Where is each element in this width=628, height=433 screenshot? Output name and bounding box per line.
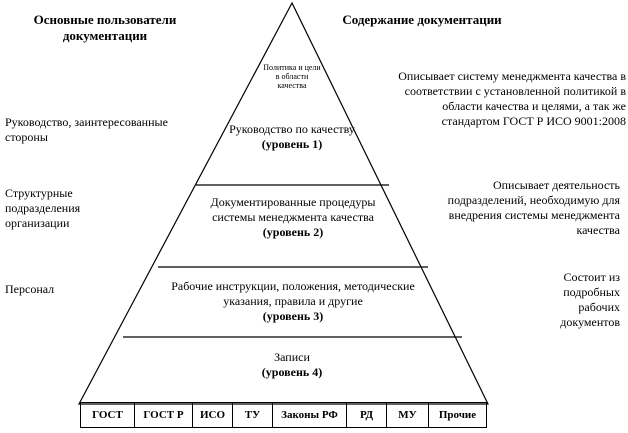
document-types-row: ГОСТ ГОСТ Р ИСО ТУ Законы РФ РД МУ Прочи…: [80, 402, 487, 428]
header-content: Содержание документации: [342, 12, 502, 27]
description-level-3: Состоит из подробных рабочих документов: [560, 270, 620, 329]
doc-type-tu: ТУ: [233, 403, 273, 427]
user-label-staff: Персонал: [5, 282, 55, 296]
user-label-departments: Структурные подразделения организации: [5, 186, 81, 230]
tier-1: Руководство по качеству (уровень 1): [212, 122, 372, 152]
tier-3-text: Рабочие инструкции, положения, методичес…: [171, 279, 415, 308]
doc-type-laws: Законы РФ: [273, 403, 347, 427]
tier-3: Рабочие инструкции, положения, методичес…: [150, 279, 436, 324]
pyramid-triangle: [78, 1, 489, 405]
doc-type-other: Прочие: [438, 409, 477, 421]
user-label-management: Руководство, заинтересованные стороны: [5, 115, 168, 144]
tier-4-level: (уровень 4): [261, 365, 323, 379]
apex-policy-note: Политика и цели в области качества: [263, 63, 321, 90]
doc-type-gost-r: ГОСТ Р: [135, 403, 193, 427]
tier-1-level: (уровень 1): [261, 137, 323, 151]
doc-type-rd: РД: [347, 403, 387, 427]
description-level-1: Описывает систему менеджмента качества в…: [398, 69, 626, 128]
tier-4-text: Записи: [274, 350, 310, 364]
tier-3-level: (уровень 3): [262, 309, 324, 323]
tier-2: Документированные процедуры системы мене…: [200, 195, 386, 240]
tier-1-text: Руководство по качеству: [229, 122, 355, 136]
tier-2-level: (уровень 2): [262, 225, 324, 239]
header-users: Основные пользователи документации: [33, 12, 177, 43]
doc-type-mu: МУ: [387, 403, 429, 427]
description-level-2: Описывает деятельность подразделений, не…: [447, 178, 620, 237]
tier-4: Записи (уровень 4): [192, 350, 392, 380]
doc-type-iso: ИСО: [193, 403, 233, 427]
doc-type-gost: ГОСТ: [81, 403, 135, 427]
tier-2-text: Документированные процедуры системы мене…: [210, 195, 376, 224]
